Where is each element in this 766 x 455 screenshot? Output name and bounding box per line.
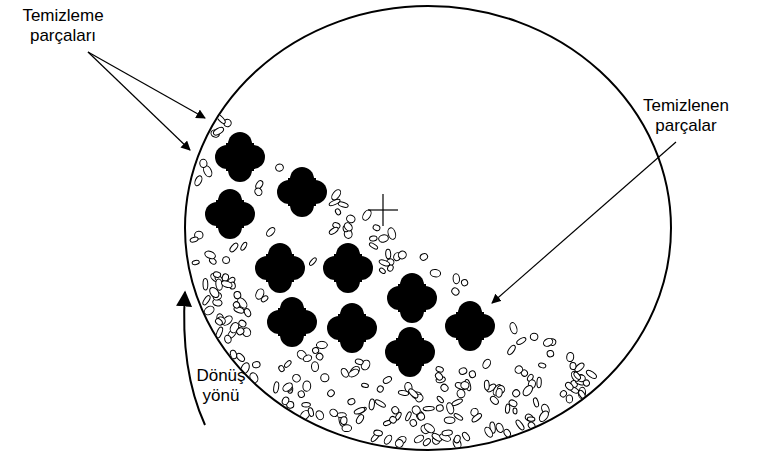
workpiece — [215, 132, 265, 182]
workpiece — [205, 189, 255, 239]
workpiece — [255, 243, 305, 293]
workpiece — [323, 243, 373, 293]
center-mark — [382, 194, 383, 226]
part-label: Temizlenen parçalar — [620, 96, 752, 136]
rotation-arrow — [184, 292, 205, 425]
leader-line — [88, 52, 190, 150]
workpiece — [387, 273, 437, 323]
direction-label: Dönüş yönü — [190, 366, 252, 406]
workpiece — [385, 327, 435, 377]
workpiece — [267, 297, 317, 347]
workpieces — [205, 132, 495, 377]
workpiece — [277, 167, 327, 217]
workpiece — [445, 301, 495, 351]
part-label: Temizleme parçaları — [8, 6, 118, 46]
barrel-outline — [185, 6, 671, 450]
workpiece — [327, 303, 377, 353]
cleaning-media — [189, 113, 597, 449]
leader-line — [492, 142, 676, 303]
